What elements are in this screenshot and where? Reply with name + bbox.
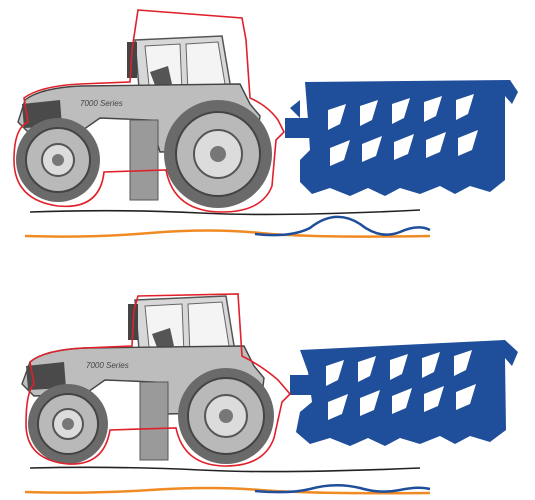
blue-wave-line (255, 217, 430, 235)
tractor-top: 7000 Series (16, 36, 272, 208)
tractor-badge-text: 7000 Series (80, 99, 123, 108)
tractor-badge-text: 7000 Series (86, 361, 129, 370)
scene-top: 7000 Series (14, 10, 518, 237)
scene-bottom: 7000 Series (22, 294, 518, 493)
ground-line (30, 467, 420, 471)
blue-wave-line (255, 485, 430, 492)
plough-top (285, 80, 518, 196)
tractor-bottom: 7000 Series (22, 296, 274, 464)
plough-bottom (290, 340, 518, 446)
